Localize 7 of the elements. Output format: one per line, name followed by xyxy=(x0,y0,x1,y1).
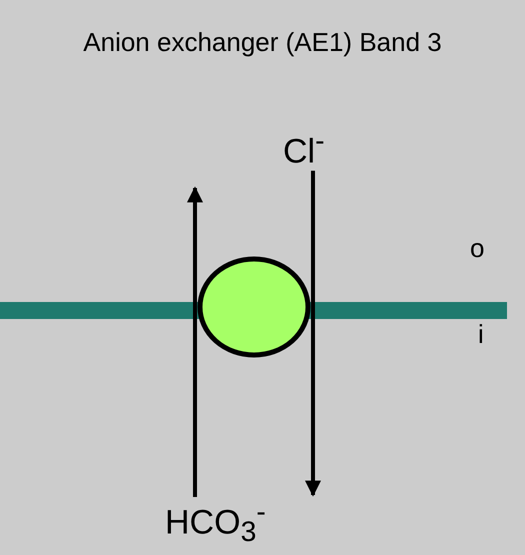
ion-label: Cl$^{-}$ xyxy=(283,126,325,171)
title: Anion exchanger (AE1) Band 3 xyxy=(82,28,443,57)
side-label: o xyxy=(470,234,484,263)
transporter-protein xyxy=(198,256,310,358)
arrow xyxy=(187,186,203,497)
side-label: i xyxy=(478,320,484,349)
arrow xyxy=(305,170,321,497)
